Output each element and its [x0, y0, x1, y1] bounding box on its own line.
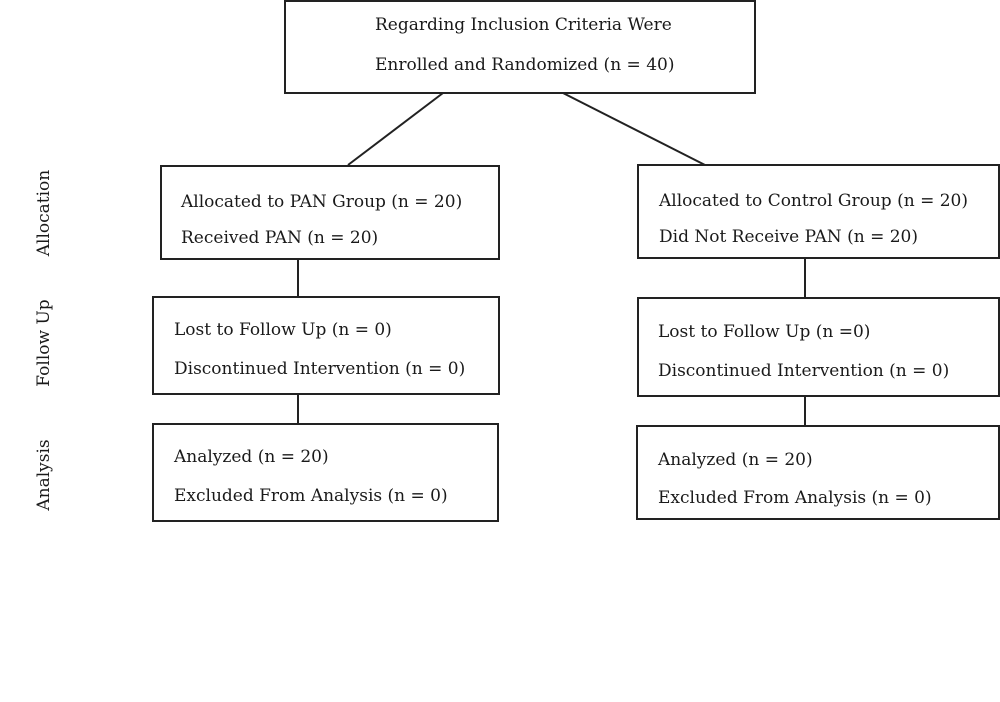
phase-label-follow-up: Follow Up: [34, 299, 54, 387]
pan-analysis-box: Analyzed (n = 20) Excluded From Analysis…: [152, 423, 499, 522]
control-allocation-line-2: Did Not Receive PAN (n = 20): [659, 227, 918, 247]
control-analysis-box: Analyzed (n = 20) Excluded From Analysis…: [636, 425, 1000, 520]
control-analysis-line-1: Analyzed (n = 20): [658, 450, 813, 470]
pan-follow-up-line-1: Lost to Follow Up (n = 0): [174, 320, 392, 340]
pan-analysis-line-2: Excluded From Analysis (n = 0): [174, 486, 448, 506]
phase-label-analysis: Analysis: [34, 439, 54, 511]
enrollment-line-2: Enrolled and Randomized (n = 40): [375, 55, 675, 75]
pan-analysis-line-1: Analyzed (n = 20): [174, 447, 329, 467]
pan-allocation-box: Allocated to PAN Group (n = 20) Received…: [160, 165, 500, 260]
control-follow-up-line-1: Lost to Follow Up (n =0): [658, 322, 871, 342]
enrollment-line-1: Regarding Inclusion Criteria Were: [375, 15, 672, 35]
pan-allocation-line-2: Received PAN (n = 20): [181, 228, 379, 248]
pan-follow-up-box: Lost to Follow Up (n = 0) Discontinued I…: [152, 296, 500, 395]
pan-allocation-line-1: Allocated to PAN Group (n = 20): [181, 192, 463, 212]
connector-enroll-to-pan: [347, 92, 444, 166]
enrollment-box: Regarding Inclusion Criteria Were Enroll…: [284, 0, 756, 94]
connector-enroll-to-control: [562, 92, 706, 166]
control-follow-up-line-2: Discontinued Intervention (n = 0): [658, 361, 950, 381]
pan-follow-up-line-2: Discontinued Intervention (n = 0): [174, 359, 466, 379]
control-analysis-line-2: Excluded From Analysis (n = 0): [658, 488, 932, 508]
control-follow-up-box: Lost to Follow Up (n =0) Discontinued In…: [637, 297, 1000, 397]
phase-label-allocation: Allocation: [34, 169, 54, 257]
control-allocation-box: Allocated to Control Group (n = 20) Did …: [637, 164, 1000, 259]
control-allocation-line-1: Allocated to Control Group (n = 20): [659, 191, 968, 211]
